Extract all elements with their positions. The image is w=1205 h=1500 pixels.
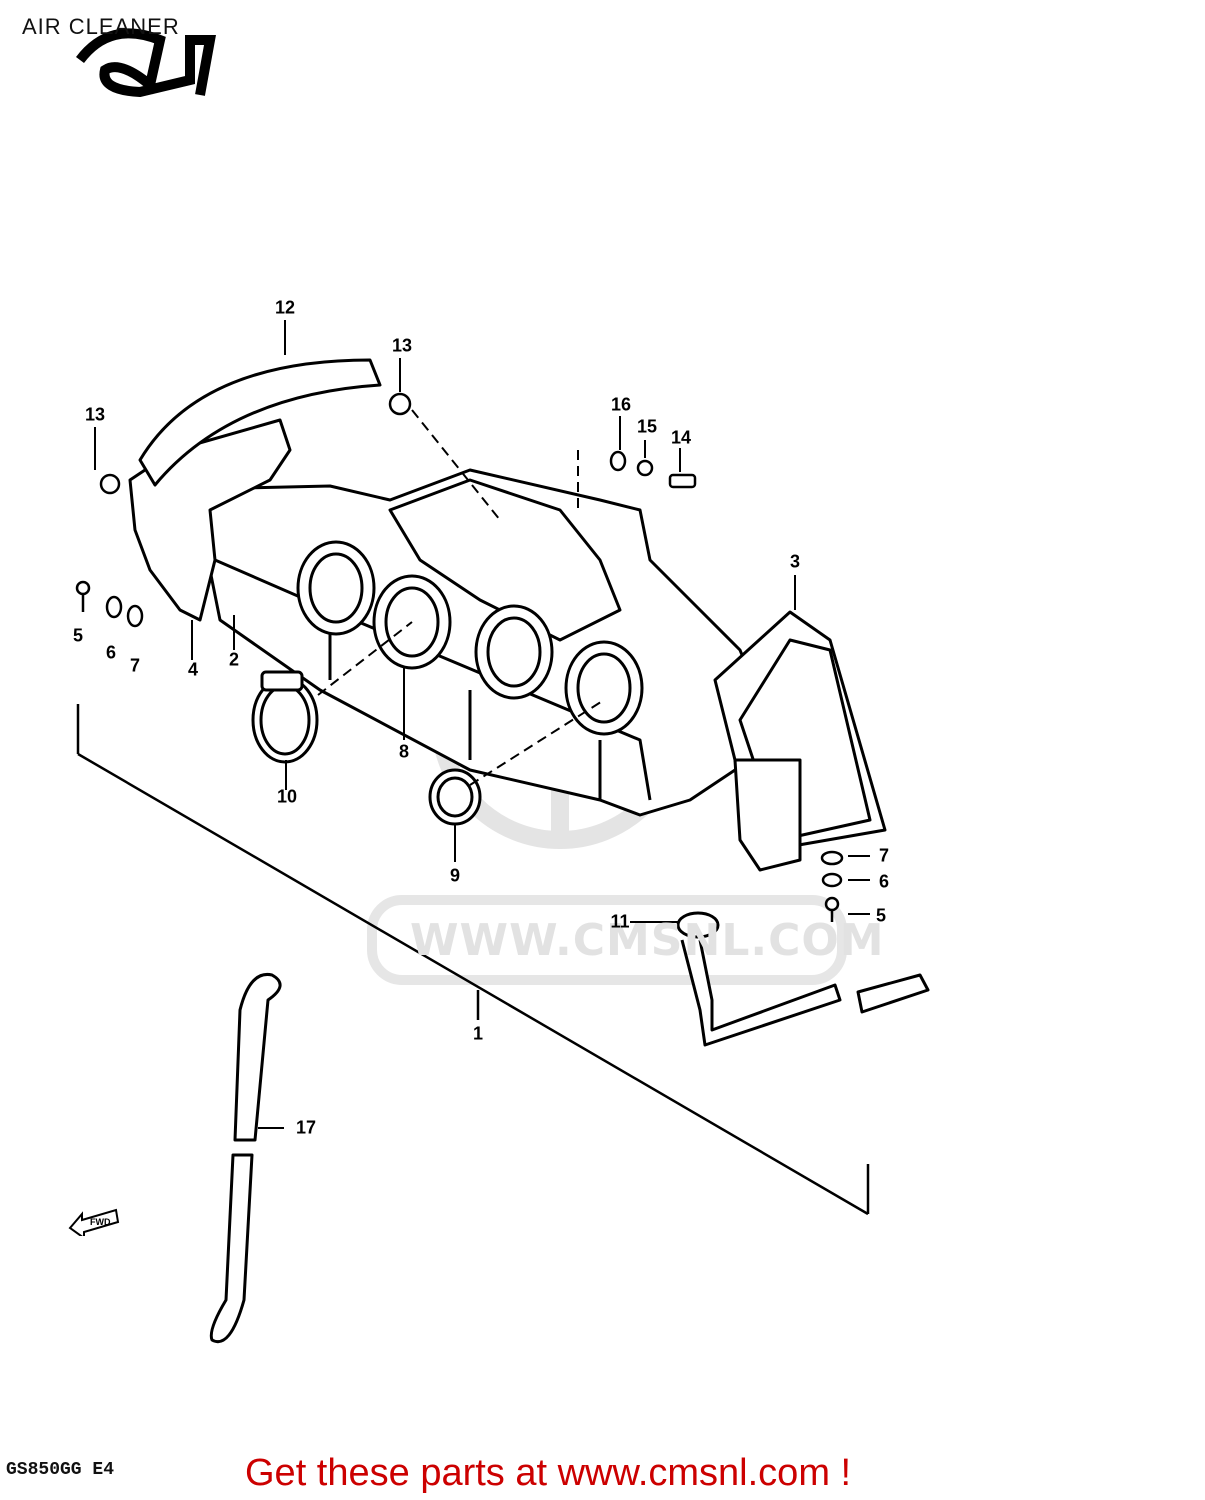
callout-10: 10 <box>276 786 298 807</box>
side-cover <box>128 358 382 622</box>
callout-15: 15 <box>636 416 658 437</box>
leader-lines <box>94 320 870 1129</box>
callout-12: 12 <box>274 297 296 318</box>
callout-6: 6 <box>878 871 890 892</box>
promo-link[interactable]: Get these parts at www.cmsnl.com ! <box>245 1452 852 1494</box>
callout-16: 16 <box>610 394 632 415</box>
callout-6: 6 <box>105 642 117 663</box>
callout-5: 5 <box>72 625 84 646</box>
callout-7: 7 <box>129 655 141 676</box>
callout-13: 13 <box>391 335 413 356</box>
callout-13: 13 <box>84 404 106 425</box>
callout-14: 14 <box>670 427 692 448</box>
heading-mark <box>76 28 216 98</box>
direction-marker-label: FWD <box>90 1217 111 1227</box>
hardware <box>75 392 844 922</box>
callout-2: 2 <box>228 649 240 670</box>
callout-8: 8 <box>398 741 410 762</box>
assembly-bracket <box>76 704 870 1216</box>
callout-9: 9 <box>449 865 461 886</box>
callout-1: 1 <box>472 1023 484 1044</box>
forward-arrow-icon: FWD <box>68 1208 120 1236</box>
breather-hose <box>209 972 282 1343</box>
watermark-text: WWW.CMSNL.COM <box>410 915 885 966</box>
watermark-box <box>367 895 847 985</box>
diagram-title: AIR CLEANER <box>22 14 180 39</box>
callout-11: 11 <box>610 911 630 932</box>
callout-4: 4 <box>187 659 199 680</box>
intake-duct <box>713 610 887 872</box>
drain-hose <box>676 911 930 1047</box>
clamp <box>251 670 319 764</box>
callout-17: 17 <box>295 1117 317 1138</box>
seal-ring <box>428 768 482 826</box>
model-code: GS850GG E4 <box>6 1460 115 1480</box>
callout-5: 5 <box>875 905 887 926</box>
callout-3: 3 <box>789 551 801 572</box>
callout-7: 7 <box>878 845 890 866</box>
